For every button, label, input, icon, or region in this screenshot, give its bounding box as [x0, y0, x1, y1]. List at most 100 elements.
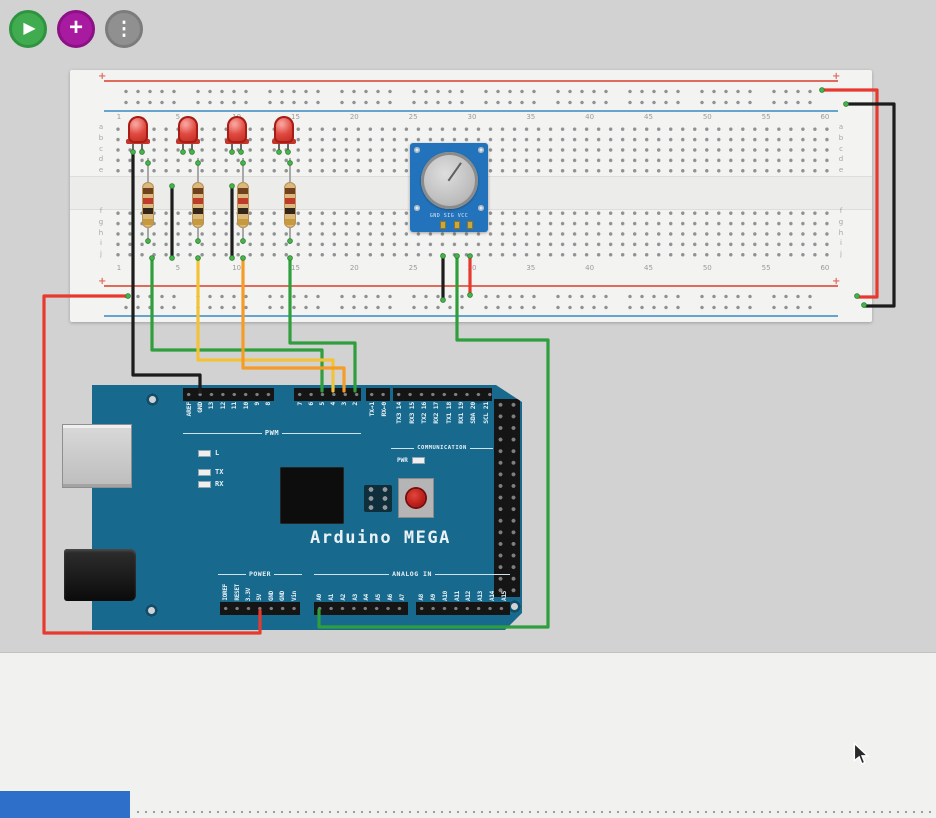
- pin-label: A5: [375, 594, 383, 601]
- column-number: 5: [175, 113, 181, 121]
- wire-led4-pin2-green[interactable]: [288, 256, 357, 393]
- column-number: 50: [702, 264, 712, 272]
- pin-label: Vin: [290, 591, 298, 601]
- wire-led3-pin3-orange[interactable]: [241, 256, 346, 393]
- reset-button[interactable]: [398, 478, 434, 518]
- communication-label: COMMUNICATION: [417, 445, 467, 451]
- led-bulb: [227, 116, 247, 143]
- add-component-button[interactable]: +: [57, 10, 95, 48]
- pot-pin-gnd[interactable]: [440, 221, 446, 229]
- analog-header-b[interactable]: [416, 602, 510, 615]
- mount-hole: [146, 393, 159, 406]
- pin-label: A0: [316, 594, 324, 601]
- pin-label: A12: [465, 591, 473, 601]
- led-bulb: [178, 116, 198, 143]
- column-number: 25: [408, 264, 418, 272]
- mouse-cursor: [853, 742, 870, 765]
- led-rx-row: RX: [198, 480, 223, 488]
- row-letter: e: [838, 166, 844, 174]
- power-rail-holes[interactable]: [120, 86, 820, 108]
- pin-label: 5V: [256, 594, 264, 601]
- pot-pin-sig[interactable]: [454, 221, 460, 229]
- led-leg: [141, 144, 143, 151]
- column-number: 60: [820, 264, 830, 272]
- column-number: 55: [761, 264, 771, 272]
- led-red-4[interactable]: [272, 116, 296, 158]
- overflow-menu-button[interactable]: ⋮: [105, 10, 143, 48]
- row-letter: i: [100, 239, 102, 248]
- digital-header-a[interactable]: [183, 388, 274, 401]
- resistor-1[interactable]: [142, 158, 154, 244]
- analog-header-a[interactable]: [314, 602, 408, 615]
- wire-gnd-black[interactable]: [131, 150, 202, 394]
- led-red-3[interactable]: [225, 116, 249, 158]
- pin-label: 5: [317, 402, 326, 406]
- reset-button-cap: [407, 489, 425, 507]
- digital-header-b[interactable]: [294, 388, 361, 401]
- screw-hole: [478, 147, 484, 153]
- column-number: 15: [291, 113, 300, 121]
- wire-pot-signal-a0-green[interactable]: [317, 254, 550, 629]
- pin-label: RX1 19: [457, 402, 466, 424]
- wire-5v-red[interactable]: [42, 294, 262, 635]
- column-number: 45: [643, 113, 653, 121]
- row-letter: f: [99, 207, 103, 215]
- pin-label: A3: [351, 594, 359, 601]
- pin-label: A8: [418, 594, 426, 601]
- wire-right-rail-black[interactable]: [844, 102, 896, 308]
- double-row-header[interactable]: [494, 399, 520, 597]
- resistor-body: [237, 182, 249, 228]
- power-rail-negative-line: [104, 315, 838, 317]
- wire-led2-pin4-yellow[interactable]: [196, 256, 335, 393]
- analog-label: ANALOG IN: [392, 570, 432, 578]
- communication-header[interactable]: [393, 388, 492, 401]
- led-l-label: L: [215, 449, 220, 457]
- potentiometer-module[interactable]: GND SIG VCC: [410, 143, 488, 232]
- pin-label: RX2 17: [432, 402, 441, 424]
- column-number: 25: [408, 113, 418, 121]
- power-rail-holes[interactable]: [120, 291, 820, 313]
- start-simulation-button[interactable]: ▶: [9, 10, 47, 48]
- icsp-header[interactable]: [364, 485, 392, 512]
- onboard-led-tx: [198, 468, 211, 476]
- serial-header[interactable]: [366, 388, 390, 401]
- mount-hole: [145, 604, 158, 617]
- pin-label: AREF: [184, 402, 193, 417]
- wire-right-rail-red[interactable]: [820, 88, 879, 299]
- analog-silk: ANALOG IN: [314, 570, 511, 578]
- row-letter: d: [838, 155, 844, 164]
- pwm-label: PWM: [264, 429, 280, 437]
- resistor-3[interactable]: [237, 158, 249, 244]
- row-letter: j: [100, 250, 102, 258]
- screw-hole: [414, 147, 420, 153]
- resistor-2[interactable]: [192, 158, 204, 244]
- resistor-4[interactable]: [284, 158, 296, 244]
- pot-pin-vcc[interactable]: [467, 221, 473, 229]
- column-number: 50: [702, 113, 712, 121]
- pin-label: 3.3V: [245, 587, 253, 601]
- communication-silk: COMMUNICATION: [391, 445, 494, 451]
- pin-label: 9: [252, 402, 261, 406]
- pot-pin-labels: GND SIG VCC: [429, 213, 469, 219]
- pin-label: RX3 15: [407, 402, 416, 424]
- power-header[interactable]: [220, 602, 300, 615]
- column-number: 35: [526, 264, 536, 272]
- wire-led1-pin5-green[interactable]: [150, 256, 324, 393]
- power-silk: POWER: [218, 570, 303, 578]
- led-leg: [240, 144, 242, 151]
- led-red-1[interactable]: [126, 116, 150, 158]
- potentiometer-knob[interactable]: [421, 152, 478, 209]
- led-red-2[interactable]: [176, 116, 200, 158]
- led-leg: [182, 144, 184, 151]
- pin-label: 4: [329, 402, 338, 406]
- pin-label: A4: [363, 594, 371, 601]
- column-number: 60: [820, 113, 830, 121]
